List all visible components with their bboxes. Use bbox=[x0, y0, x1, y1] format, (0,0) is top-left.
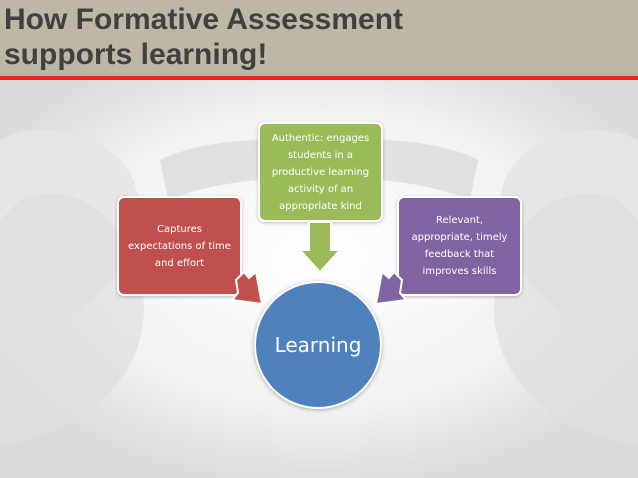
purple-diagonal-arrow bbox=[374, 270, 408, 306]
feedback-box: Relevant, appropriate, timely feedback t… bbox=[397, 196, 522, 296]
time-effort-box: Captures expectations of time and effort bbox=[117, 196, 242, 296]
hands-backdrop-image bbox=[0, 80, 638, 478]
authentic-activity-text: Authentic: engages students in a product… bbox=[271, 132, 370, 212]
time-effort-text: Captures expectations of time and effort bbox=[128, 223, 231, 269]
feedback-text: Relevant, appropriate, timely feedback t… bbox=[411, 215, 508, 277]
title-line-1: How Formative Assessment bbox=[4, 3, 404, 36]
authentic-activity-box: Authentic: engages students in a product… bbox=[258, 122, 383, 222]
green-down-arrow bbox=[297, 221, 343, 274]
red-diagonal-arrow bbox=[230, 270, 264, 306]
accent-bar bbox=[0, 76, 638, 80]
learning-circle: Learning bbox=[254, 281, 382, 409]
learning-label: Learning bbox=[274, 333, 362, 357]
title-line-2: supports learning! bbox=[4, 38, 268, 71]
title-banner: How Formative Assessment supports learni… bbox=[0, 0, 638, 76]
slide-title: How Formative Assessment supports learni… bbox=[4, 2, 403, 72]
